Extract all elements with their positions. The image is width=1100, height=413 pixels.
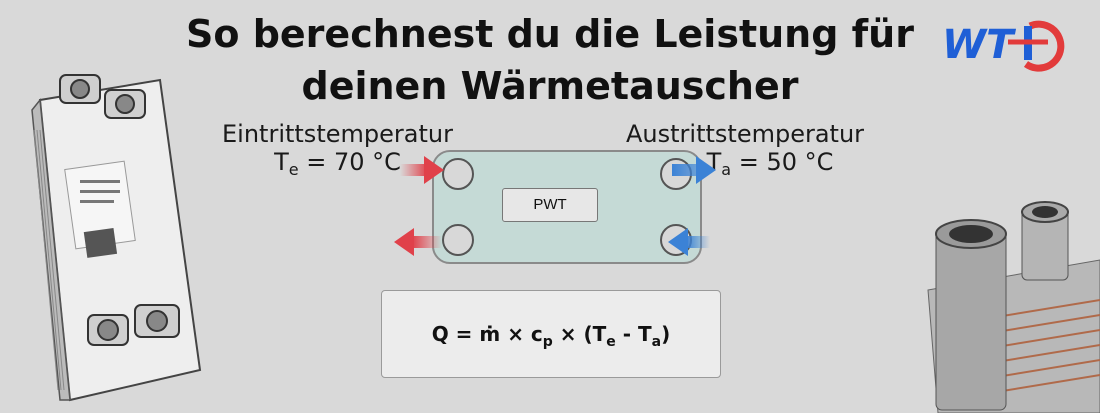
page-title: So berechnest du die Leistung für deinen…: [0, 8, 1100, 112]
port-top-left: [442, 158, 474, 190]
formula-sub-2: e: [606, 334, 616, 350]
cold-inlet-arrow: [668, 228, 710, 256]
inlet-value: Te = 70 °C: [222, 148, 453, 184]
title-line-2: deinen Wärmetauscher: [301, 64, 799, 108]
plate-heat-exchanger-image-right: [927, 201, 1100, 413]
outlet-value-text: = 50 °C: [731, 148, 834, 176]
wtd-logo: WT: [942, 20, 1065, 72]
hot-inlet-arrow: [400, 156, 444, 184]
formula-part-1: Q = ṁ × c: [431, 322, 543, 346]
outlet-subscript: a: [721, 160, 732, 179]
svg-text:WT: WT: [942, 22, 1016, 68]
port-bottom-left: [442, 224, 474, 256]
outlet-label-text: Austrittstemperatur: [626, 120, 865, 148]
exchanger-label: PWT: [502, 188, 598, 222]
inlet-label-text: Eintrittstemperatur: [222, 120, 453, 148]
plate-heat-exchanger-image-left: [31, 74, 202, 402]
inlet-value-text: = 70 °C: [298, 148, 401, 176]
formula-sub-3: a: [651, 334, 662, 350]
title-line-1: So berechnest du die Leistung für: [186, 12, 914, 56]
outlet-value: Ta = 50 °C: [626, 148, 864, 184]
power-formula: Q = ṁ × cp × (Te - Ta): [381, 290, 721, 378]
inlet-subscript: e: [288, 160, 299, 179]
formula-part-2: × (T: [552, 322, 607, 346]
cold-outlet-arrow: [672, 156, 716, 184]
formula-part-3: - T: [615, 322, 652, 346]
outlet-temperature-label: Austrittstemperatur Ta = 50 °C: [626, 120, 864, 184]
formula-sub-1: p: [542, 334, 553, 350]
formula-part-4: ): [661, 322, 671, 346]
inlet-temperature-label: Eintrittstemperatur Te = 70 °C: [222, 120, 453, 184]
hot-outlet-arrow: [394, 228, 442, 256]
inlet-symbol: T: [274, 148, 289, 176]
